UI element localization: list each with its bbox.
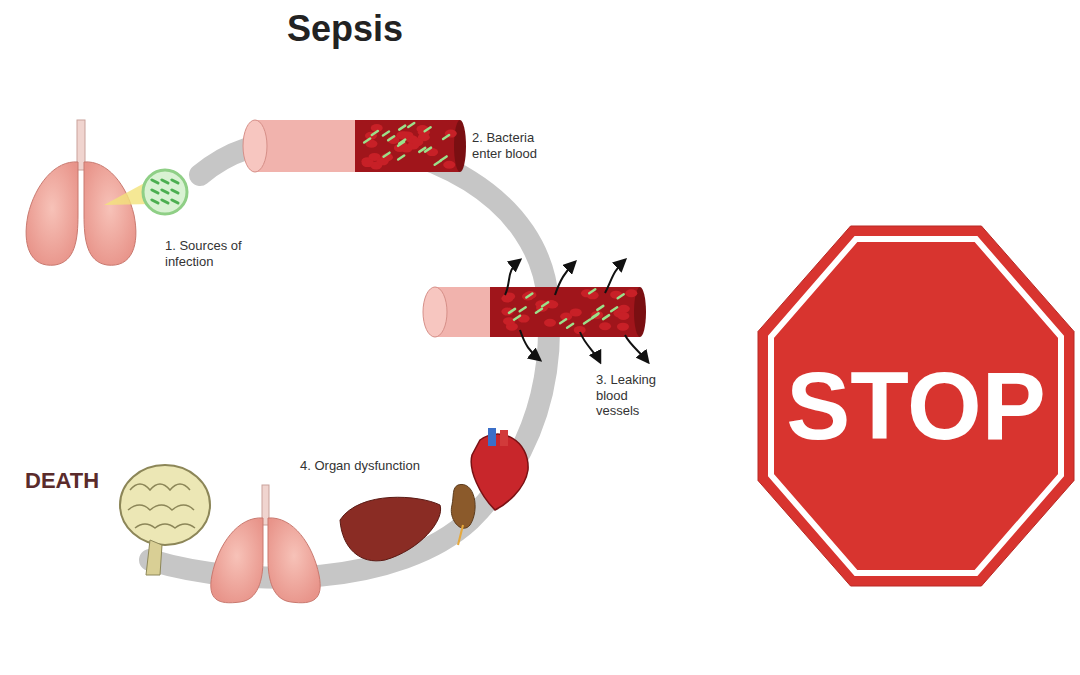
outcome-label: DEATH: [25, 468, 115, 494]
organs: [120, 428, 528, 603]
step-label: 1. Sources of infection: [165, 238, 255, 269]
stop-sign: STOP: [757, 225, 1075, 587]
lungs-source: [26, 120, 187, 265]
leaking-vessel: [423, 260, 648, 362]
title: Sepsis: [275, 8, 415, 50]
blood-vessel: [243, 120, 466, 172]
step-label: 3. Leaking blood vessels: [596, 372, 666, 419]
sign-text: STOP: [757, 358, 1075, 454]
step-label: 2. Bacteria enter blood: [472, 130, 562, 161]
step-label: 4. Organ dysfunction: [300, 458, 460, 474]
